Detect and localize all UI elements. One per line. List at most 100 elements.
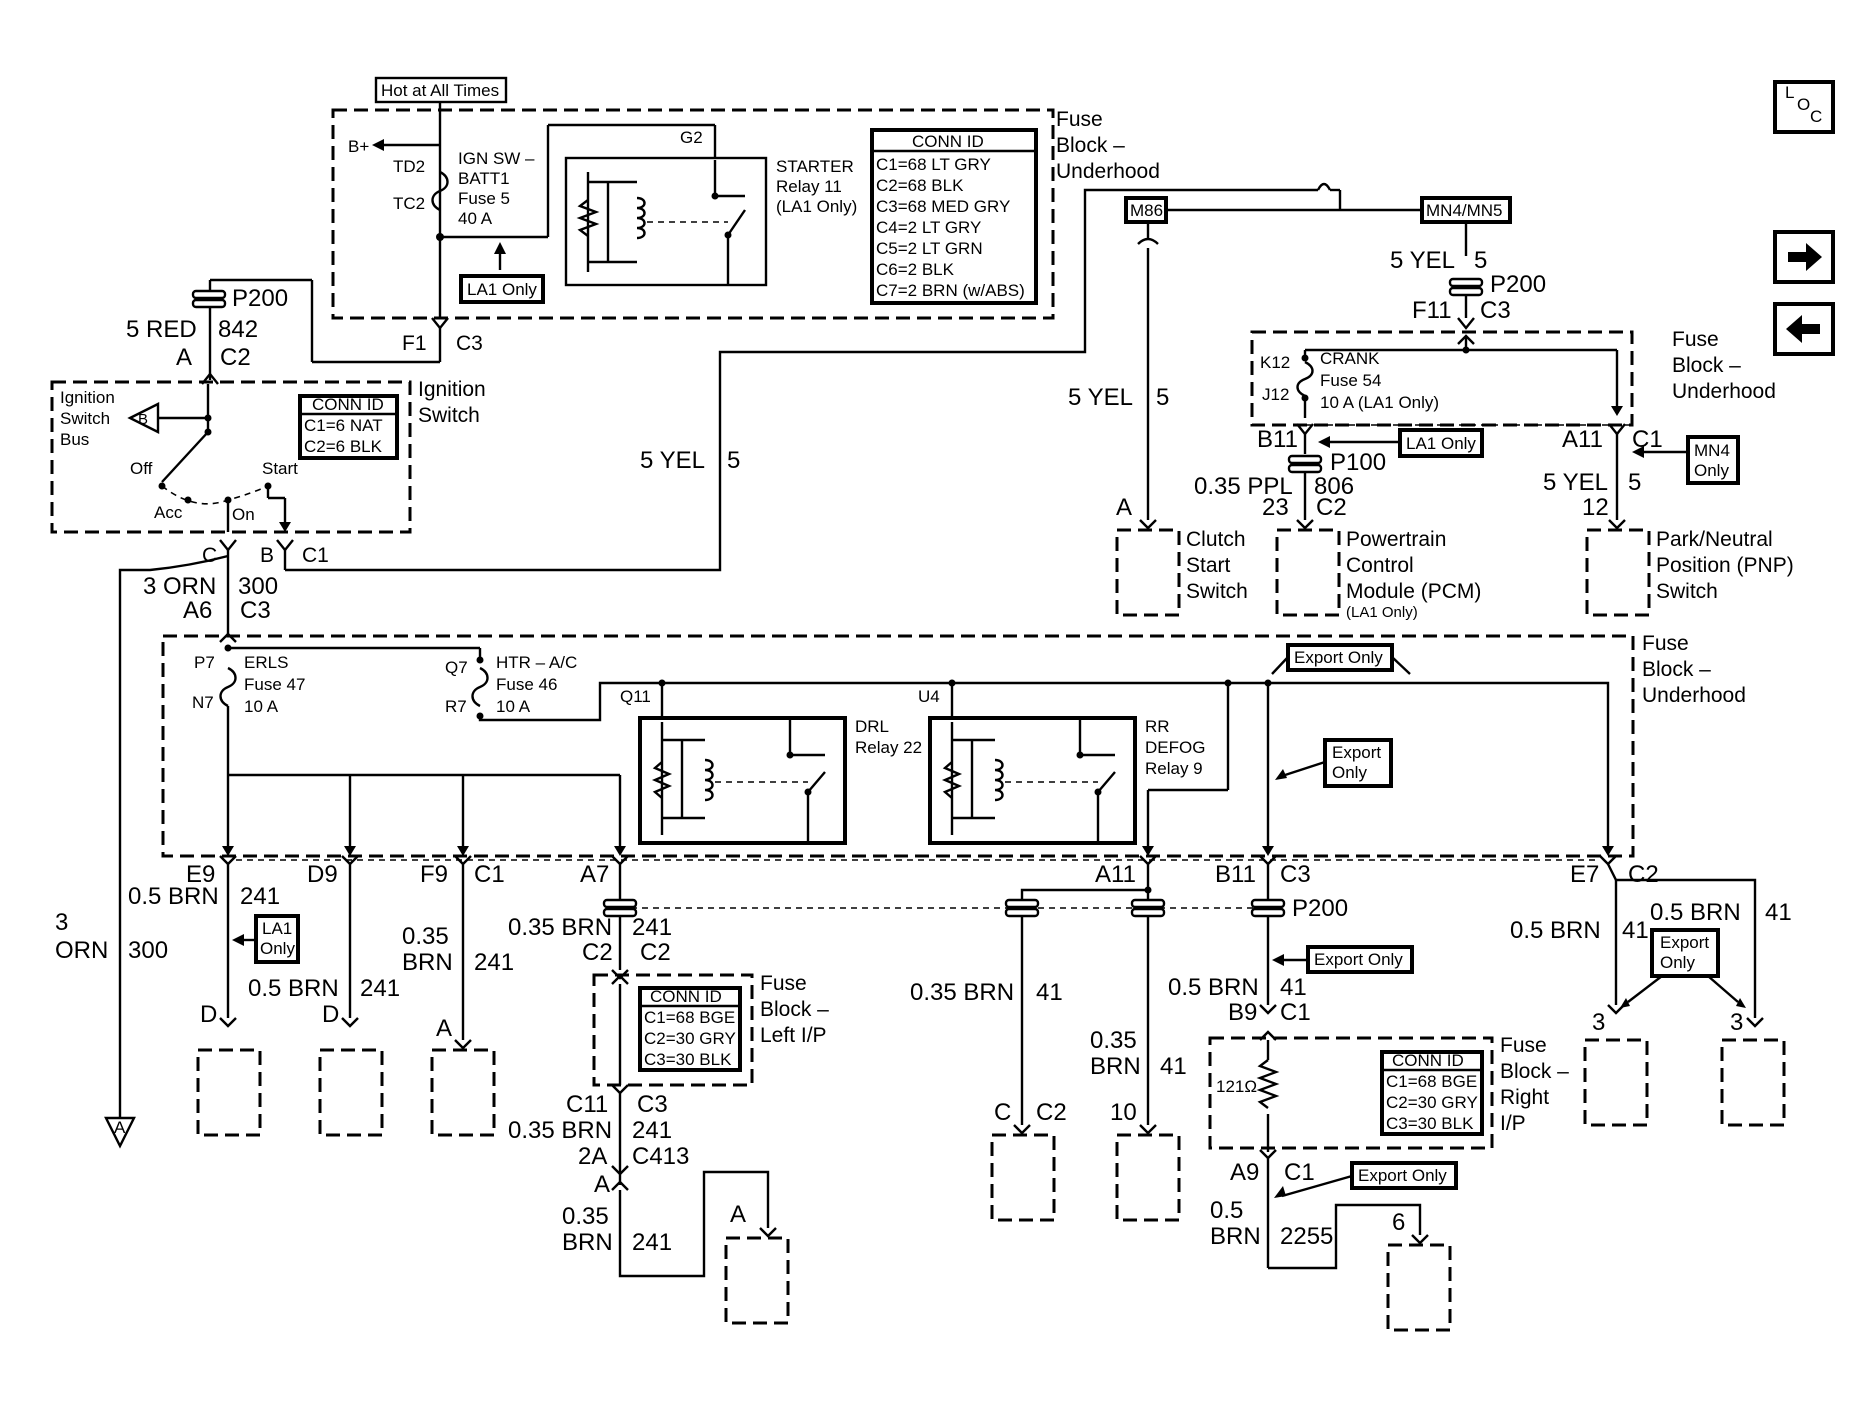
ignition-switch-title-2: Switch: [418, 404, 480, 427]
c1-a11-top-label: C1: [1632, 426, 1663, 453]
svg-text:LA1 Only: LA1 Only: [1406, 434, 1476, 453]
svg-text:Only: Only: [1660, 953, 1695, 972]
pin-d-ho2s2-label: D: [322, 1001, 339, 1028]
svg-text:MN4/MN5: MN4/MN5: [1426, 201, 1503, 220]
q11-label: Q11: [620, 687, 651, 706]
starter-relay-label-3: (LA1 Only): [776, 197, 857, 216]
p200-bottom-label: P200: [1292, 895, 1348, 922]
pin-6-label: 6: [1392, 1209, 1405, 1236]
fb-lip-title-3: Left I/P: [760, 1024, 827, 1047]
off-label: Off: [130, 459, 153, 478]
export-only-box-b9: Export Only: [1306, 945, 1414, 974]
p7-label: P7: [194, 653, 215, 672]
crank-label-3: 10 A (LA1 Only): [1320, 393, 1439, 412]
c2-ign-label: C2: [220, 344, 251, 371]
wire-05-brn-right-label: 0.5 BRN: [1650, 899, 1741, 926]
svg-text:C5=2 LT GRN: C5=2 LT GRN: [876, 239, 983, 258]
loc-button[interactable]: L O C: [1773, 80, 1835, 134]
circuit-41-b9-label: 41: [1280, 974, 1307, 1001]
svg-text:Only: Only: [1332, 763, 1367, 782]
b11-bottom-label: B11: [1215, 861, 1256, 888]
fb-uh-mid-title-3: Underhood: [1642, 684, 1746, 707]
e7-label: E7: [1570, 861, 1599, 888]
headlamp-leveling-switch-box: [1386, 1243, 1452, 1332]
circuit-5-mid-label: 5: [727, 447, 740, 474]
fb-lip-title-2: Block –: [760, 998, 829, 1021]
pin-b-label: B: [260, 544, 274, 567]
starter-relay-label-2: Relay 11: [776, 177, 842, 196]
p200-right-label: P200: [1490, 271, 1546, 298]
pcm-label-1: Powertrain: [1346, 528, 1446, 551]
next-page-button[interactable]: [1773, 230, 1835, 284]
a11-top-label: A11: [1562, 426, 1603, 453]
circuit-300-left-label: 300: [128, 937, 168, 964]
circuit-842-label: 842: [218, 316, 258, 343]
circuit-41-air-label: 41: [1160, 1053, 1187, 1080]
circuit-241-evap-label: 241: [632, 1229, 672, 1256]
svg-text:C2=6 BLK: C2=6 BLK: [304, 437, 383, 456]
circuit-241-e9-label: 241: [240, 883, 280, 910]
pnp-switch-box: [1585, 528, 1651, 617]
fb-uh-top-title-3: Underhood: [1056, 160, 1160, 183]
b9-label: B9: [1228, 999, 1257, 1026]
pin-12-label: 12: [1582, 494, 1609, 521]
wire-035-air-label: 0.35: [1090, 1027, 1137, 1054]
wire-3-label: 3: [55, 909, 68, 936]
prev-page-button[interactable]: [1773, 302, 1835, 356]
fb-rip-title-1: Fuse: [1500, 1034, 1547, 1057]
drl-relay-box: [638, 716, 847, 845]
circuit-5-p200-label: 5: [1474, 247, 1487, 274]
fb-uh-top-title-2: Block –: [1056, 134, 1125, 157]
e9-label: E9: [186, 861, 215, 888]
mn4-only-box: MN4 Only: [1686, 435, 1740, 485]
htr-ac-label-3: 10 A: [496, 697, 531, 716]
svg-text:LA1: LA1: [262, 919, 292, 938]
p200-left-label: P200: [232, 285, 288, 312]
c2-pcm-label: C2: [1316, 494, 1347, 521]
wire-035-brn-a7-label: 0.35 BRN: [508, 914, 612, 941]
clutch-label-3: Switch: [1186, 580, 1248, 603]
pin-c-hvac-label: C: [994, 1099, 1011, 1126]
c2-a7-left-label: C2: [582, 939, 613, 966]
pcm-box: [1275, 528, 1341, 617]
air-temperature-actuator-box: [1115, 1133, 1181, 1222]
svg-text:C2=30 GRY: C2=30 GRY: [1386, 1093, 1478, 1112]
wire-brn-f9-label: BRN: [402, 949, 453, 976]
svg-text:M86: M86: [1130, 201, 1163, 220]
c1-ign-label: C1: [302, 544, 329, 567]
start-label: Start: [262, 459, 298, 478]
tc2-label: TC2: [393, 194, 425, 213]
c2-e7-label: C2: [1628, 861, 1659, 888]
wire-orn-label: ORN: [55, 937, 108, 964]
evap-purge-solenoid-box: [430, 1048, 496, 1137]
pin-a-ign-label: A: [176, 344, 192, 371]
rr-defog-label-2: DEFOG: [1145, 738, 1205, 757]
fb-uh-right-title-3: Underhood: [1672, 380, 1776, 403]
wire-035-ppl-label: 0.35 PPL: [1194, 473, 1293, 500]
fuse-block-underhood-right: [1250, 330, 1634, 427]
rr-defog-label-3: Relay 9: [1145, 759, 1203, 778]
c3-a6-label: C3: [240, 597, 271, 624]
k12-label: K12: [1260, 353, 1290, 372]
circuit-241-c11-label: 241: [632, 1117, 672, 1144]
conn-id-table-underhood: CONN ID C1=68 LT GRY C2=68 BLK C3=68 MED…: [870, 128, 1038, 305]
conn-id-table-right-ip: CONN ID C1=68 BGE C2=30 GRY C3=30 BLK: [1380, 1050, 1484, 1136]
drl-label-1: DRL: [855, 717, 889, 736]
fb-rip-title-2: Block –: [1500, 1060, 1569, 1083]
q7-label: Q7: [445, 658, 468, 677]
ign-sw-fuse-label-2: BATT1: [458, 169, 510, 188]
circuit-41-right-label: 41: [1765, 899, 1792, 926]
a9-label: A9: [1230, 1159, 1259, 1186]
pnp-label-1: Park/Neutral: [1656, 528, 1773, 551]
u4-label: U4: [918, 687, 940, 706]
fb-uh-right-title-1: Fuse: [1672, 328, 1719, 351]
c2-a7-right-label: C2: [640, 939, 671, 966]
wire-035-brn-hvac-label: 0.35 BRN: [910, 979, 1014, 1006]
conn-id-table-ignition: CONN ID C1=6 NAT C2=6 BLK: [298, 394, 399, 460]
svg-text:CONN ID: CONN ID: [1392, 1051, 1464, 1070]
svg-text:Only: Only: [260, 939, 295, 958]
wire-05-brn-e9-label: 0.5 BRN: [128, 883, 219, 910]
pin-a-evap-vent-label: A: [730, 1201, 746, 1228]
svg-text:C3=30 BLK: C3=30 BLK: [644, 1050, 732, 1069]
wire-035-evap-label: 0.35: [562, 1203, 609, 1230]
